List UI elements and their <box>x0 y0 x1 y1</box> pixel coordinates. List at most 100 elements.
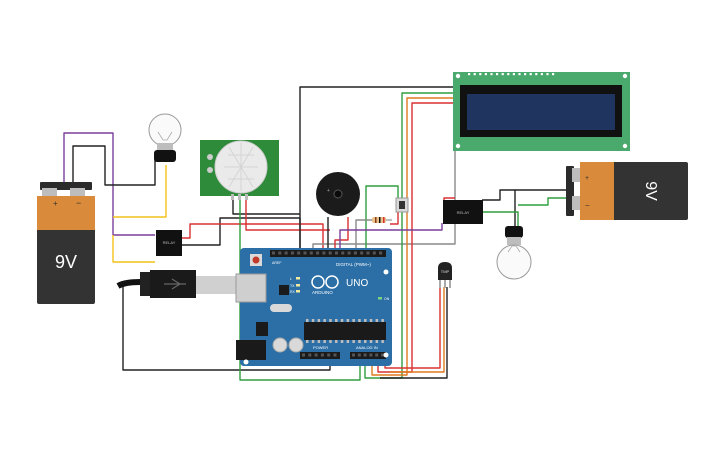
arduino-chip-pin-bottom[interactable] <box>306 340 309 343</box>
wire-green-relay-right[interactable] <box>482 211 519 228</box>
arduino-chip-pin-top[interactable] <box>364 319 367 322</box>
arduino-digital-pin[interactable] <box>316 251 320 255</box>
lcd-pin[interactable] <box>501 73 504 76</box>
battery-left[interactable]: + − 9V <box>37 182 95 304</box>
arduino-power-pin[interactable] <box>333 353 337 357</box>
pir-pot-1[interactable] <box>207 154 213 160</box>
lcd-pin[interactable] <box>496 73 499 76</box>
arduino-power-jack[interactable] <box>236 340 266 360</box>
arduino-digital-pin[interactable] <box>341 251 345 255</box>
arduino-digital-pin[interactable] <box>372 251 376 255</box>
arduino-chip-pin-top[interactable] <box>323 319 326 322</box>
arduino-chip-pin-bottom[interactable] <box>340 340 344 343</box>
lcd-display[interactable] <box>453 72 630 151</box>
battery-right-terminal-plus[interactable] <box>572 168 580 182</box>
arduino-chip-pin-bottom[interactable] <box>364 340 367 343</box>
arduino-digital-pin[interactable] <box>284 251 288 255</box>
arduino-chip-pin-bottom[interactable] <box>375 340 379 343</box>
piezo-buzzer[interactable]: + <box>316 172 360 216</box>
wire-black-pir[interactable] <box>232 196 300 215</box>
arduino-digital-pin[interactable] <box>309 251 313 255</box>
lcd-pin[interactable] <box>507 73 510 76</box>
wire-black-left-top[interactable] <box>72 145 156 186</box>
relay-right[interactable]: RELAY <box>443 200 483 224</box>
wire-red-pir[interactable] <box>245 196 330 231</box>
arduino-digital-pin[interactable] <box>335 251 338 255</box>
arduino-chip-pin-bottom[interactable] <box>323 340 326 343</box>
arduino-digital-pin[interactable] <box>297 251 301 255</box>
arduino-analog-header[interactable] <box>350 352 386 359</box>
lcd-pin[interactable] <box>468 73 471 76</box>
battery-left-terminal-plus[interactable] <box>42 188 57 196</box>
arduino-digital-pin[interactable] <box>353 251 357 255</box>
wire-black-tmp[interactable] <box>380 287 448 379</box>
arduino-power-pin[interactable] <box>327 353 331 357</box>
arduino-chip-pin-top[interactable] <box>329 319 332 322</box>
tmp-pin-3[interactable] <box>449 280 451 288</box>
arduino-chip-pin-top[interactable] <box>369 319 373 322</box>
arduino-chip-pin-bottom[interactable] <box>381 340 384 343</box>
lcd-pin[interactable] <box>473 73 476 76</box>
arduino-digital-pin[interactable] <box>290 251 294 255</box>
arduino-digital-pin[interactable] <box>328 251 332 255</box>
lcd-pin[interactable] <box>512 73 515 76</box>
pushbutton[interactable] <box>395 197 409 213</box>
wire-gray-resistor[interactable] <box>355 219 372 255</box>
arduino-digital-pin[interactable] <box>360 251 364 255</box>
pushbutton-cap[interactable] <box>399 201 405 209</box>
arduino-chip-pin-bottom[interactable] <box>335 340 338 343</box>
arduino-uno[interactable]: DIGITAL (PWM~) AREF ARDUINO UNO L TX RX … <box>235 248 392 366</box>
wire-yellow-left[interactable] <box>113 165 167 218</box>
arduino-power-pin[interactable] <box>302 353 305 357</box>
wire-yellow-bottom[interactable] <box>112 235 155 263</box>
arduino-chip-pin-top[interactable] <box>358 319 361 322</box>
wire-black-lcd[interactable] <box>299 86 454 255</box>
wire-purple-left[interactable] <box>63 132 155 236</box>
battery-right[interactable]: + − 9V <box>566 162 688 220</box>
bulb-left[interactable] <box>148 113 182 162</box>
tmp-pin-2[interactable] <box>444 280 446 288</box>
lcd-pin[interactable] <box>552 73 555 76</box>
arduino-chip-pin-bottom[interactable] <box>358 340 361 343</box>
resistor[interactable] <box>368 217 392 223</box>
arduino-analog-pin[interactable] <box>375 353 379 357</box>
arduino-chip-pin-top[interactable] <box>340 319 344 322</box>
arduino-usb-jack[interactable] <box>235 273 267 303</box>
lcd-pin[interactable] <box>518 73 521 76</box>
lcd-pin[interactable] <box>540 73 543 76</box>
arduino-chip-pin-bottom[interactable] <box>346 340 350 343</box>
pir-pin-2[interactable] <box>238 194 241 200</box>
arduino-digital-header[interactable] <box>270 250 386 257</box>
arduino-digital-pin[interactable] <box>347 251 351 255</box>
arduino-chip-pin-top[interactable] <box>375 319 379 322</box>
arduino-power-pin[interactable] <box>320 353 324 357</box>
relay-left[interactable]: RELAY <box>156 230 182 256</box>
arduino-power-header[interactable] <box>300 352 340 359</box>
arduino-chip-pin-top[interactable] <box>381 319 384 322</box>
pir-pin-1[interactable] <box>231 194 234 200</box>
lcd-pin[interactable] <box>484 73 487 76</box>
arduino-analog-pin[interactable] <box>369 353 373 357</box>
lcd-pin[interactable] <box>490 73 493 76</box>
arduino-reset-cap[interactable] <box>252 256 260 264</box>
pir-sensor[interactable] <box>200 140 279 200</box>
bulb-right[interactable] <box>496 226 532 280</box>
arduino-chip-pin-top[interactable] <box>311 319 315 322</box>
lcd-pin[interactable] <box>524 73 527 76</box>
pir-pin-3[interactable] <box>245 194 248 200</box>
arduino-chip-pin-top[interactable] <box>306 319 309 322</box>
wire-red-relay-left[interactable] <box>182 223 324 255</box>
arduino-analog-pin[interactable] <box>381 353 384 357</box>
arduino-digital-pin[interactable] <box>303 251 307 255</box>
arduino-chip-pin-bottom[interactable] <box>317 340 321 343</box>
arduino-power-pin[interactable] <box>308 353 312 357</box>
arduino-digital-pin[interactable] <box>379 251 383 255</box>
arduino-digital-pin[interactable] <box>366 251 370 255</box>
wire-black-relay-right[interactable] <box>482 189 516 228</box>
wire-green-right-battery[interactable] <box>518 197 572 206</box>
arduino-chip-pin-top[interactable] <box>317 319 321 322</box>
lcd-pin[interactable] <box>546 73 549 76</box>
arduino-digital-pin[interactable] <box>272 251 275 255</box>
wire-orange-tmp[interactable] <box>390 287 445 373</box>
wire-black-buzzer[interactable] <box>316 217 329 251</box>
